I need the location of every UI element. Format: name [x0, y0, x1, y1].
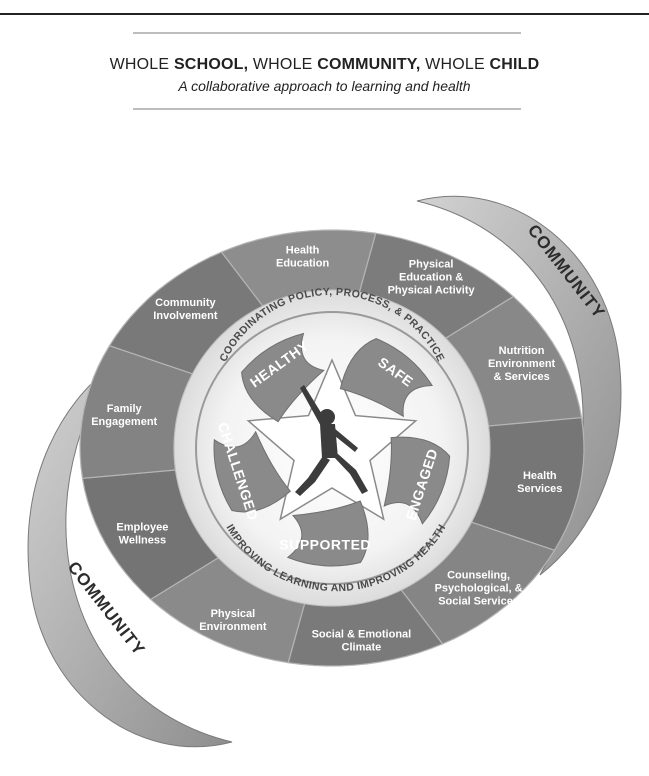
tenet-blade	[339, 338, 433, 418]
segment-label-line: Climate	[342, 642, 382, 654]
segment-label-line: Physical	[211, 608, 256, 620]
jumping-child-figure	[295, 385, 368, 496]
segment-label-line: Family	[107, 403, 143, 415]
title-part: WHOLE	[109, 56, 174, 73]
segment-label-line: Involvement	[153, 310, 218, 322]
tenet-blade	[241, 332, 325, 423]
tenet-blade	[213, 430, 291, 513]
tenet-blade	[286, 500, 369, 567]
page-subtitle: A collaborative approach to learning and…	[178, 78, 471, 94]
segment-label-line: Psychological, &	[435, 583, 523, 595]
segment-label-line: & Services	[493, 371, 549, 383]
segment-label-line: Education	[276, 257, 329, 269]
inner-ring-line	[195, 311, 469, 585]
segment-label-line: Services	[517, 483, 562, 495]
segment-label-line: Wellness	[119, 535, 167, 547]
segment-label-line: Social Services	[438, 596, 519, 608]
segment-label-line: Environment	[488, 358, 556, 370]
segment-label: Counseling,Psychological, &Social Servic…	[435, 570, 523, 608]
title-part: CHILD	[489, 56, 540, 73]
segment-label-line: Education &	[399, 272, 463, 284]
segment-label-line: Health	[286, 244, 320, 256]
segment-label-line: Nutrition	[499, 345, 545, 357]
title-part: COMMUNITY,	[317, 56, 421, 73]
segment-label-line: Physical	[409, 259, 454, 271]
segment-label-line: Engagement	[91, 416, 157, 428]
title-part: WHOLE	[420, 56, 490, 73]
segment-label-line: Health	[523, 470, 557, 482]
tenet-blade	[383, 436, 451, 525]
title-bottom-rule	[133, 108, 521, 110]
title-top-rule	[133, 32, 521, 34]
community-band-right	[416, 195, 622, 576]
title-part: WHOLE	[248, 56, 318, 73]
top-rule	[0, 13, 649, 15]
segment-label-line: Counseling,	[447, 570, 510, 582]
segment-label-line: Social & Emotional	[312, 629, 412, 641]
page-title: WHOLE SCHOOL, WHOLE COMMUNITY, WHOLE CHI…	[0, 56, 649, 74]
segment-label-line: Environment	[199, 621, 267, 633]
title-part: SCHOOL,	[173, 56, 249, 73]
segment-label-line: Community	[155, 297, 216, 309]
tenet-label-supported: SUPPORTED	[279, 537, 371, 553]
segment-label-line: Physical Activity	[388, 285, 476, 297]
segment-label-line: Employee	[116, 522, 168, 534]
